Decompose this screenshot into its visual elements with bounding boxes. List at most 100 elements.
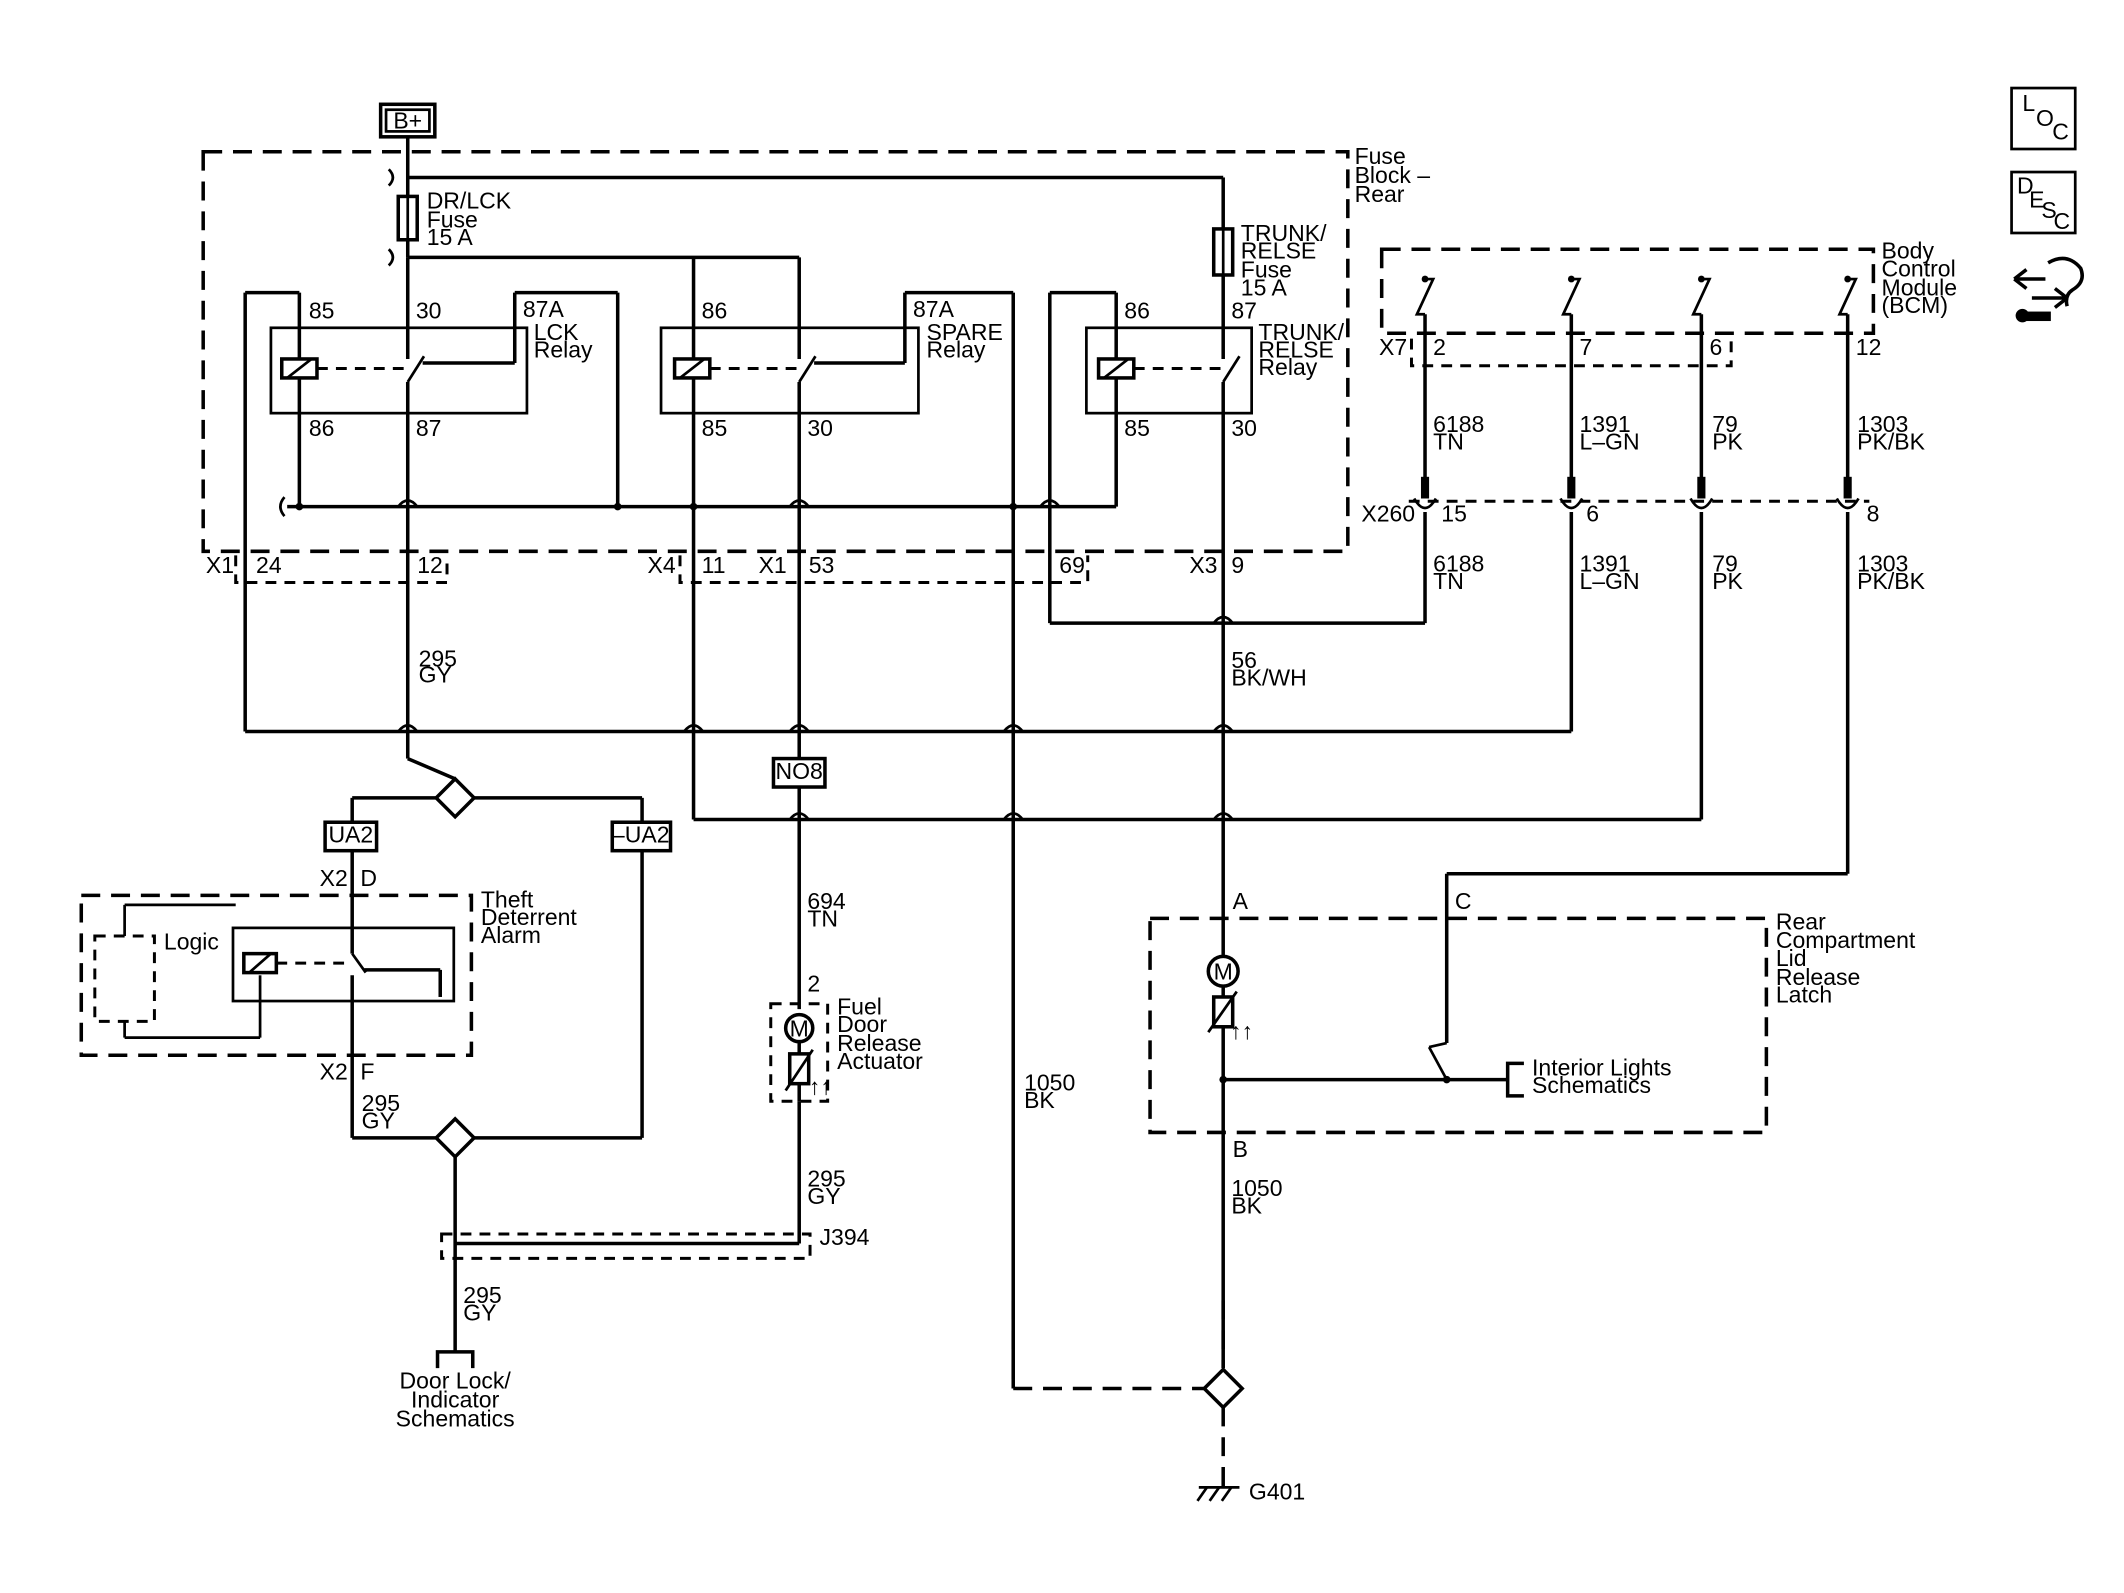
- door-lock-indicator-ref: Door Lock/ Indicator Schematics: [396, 1350, 515, 1431]
- svg-text:Latch: Latch: [1776, 981, 1832, 1007]
- svg-text:Logic: Logic: [164, 929, 219, 955]
- svg-text:BK/WH: BK/WH: [1231, 664, 1306, 690]
- spare-relay: 86 87A SPARE Relay 85 30: [659, 292, 1003, 441]
- svg-text:694: 694: [807, 888, 846, 914]
- svg-text:87: 87: [1231, 297, 1257, 323]
- svg-text:Release: Release: [837, 1030, 921, 1056]
- svg-text:15: 15: [1441, 501, 1467, 527]
- svg-text:56: 56: [1231, 647, 1257, 673]
- wrench-arrows-icon[interactable]: [2013, 256, 2084, 323]
- svg-text:(BCM): (BCM): [1882, 292, 1948, 318]
- bcm-output-wires: 6188 TN 1391 L–GN 79 PK 1303 PK/BK: [1420, 314, 1926, 499]
- svg-text:12: 12: [1856, 334, 1882, 360]
- svg-text:Control: Control: [1882, 255, 1956, 281]
- svg-text:295: 295: [463, 1282, 501, 1308]
- svg-text:30: 30: [416, 297, 442, 323]
- svg-text:12: 12: [417, 552, 443, 578]
- svg-text:TRUNK/: TRUNK/: [1258, 319, 1344, 345]
- svg-text:X2: X2: [320, 865, 348, 891]
- svg-text:295: 295: [362, 1090, 400, 1116]
- trunk-relse-relay: 86 87 TRUNK/ RELSE Relay 85 30: [1085, 292, 1345, 507]
- svg-text:Compartment: Compartment: [1776, 927, 1916, 953]
- lck-relay: 85 30 87A LCK Relay 86 87: [269, 292, 593, 507]
- svg-text:1303: 1303: [1857, 411, 1908, 437]
- svg-text:53: 53: [809, 552, 835, 578]
- svg-text:S: S: [2041, 197, 2056, 223]
- svg-text:7: 7: [1579, 334, 1592, 360]
- svg-text:G401: G401: [1249, 1479, 1305, 1505]
- svg-text:79: 79: [1712, 551, 1738, 577]
- svg-text:X1: X1: [759, 552, 787, 578]
- svg-text:BK: BK: [1231, 1193, 1262, 1219]
- svg-text:85: 85: [702, 415, 728, 441]
- fuse-block-internal-wires: [243, 290, 1225, 1389]
- harness-runs: 295 GY 56 BK/WH: [245, 615, 1848, 1044]
- svg-text:L–GN: L–GN: [1579, 429, 1639, 455]
- svg-text:Alarm: Alarm: [481, 922, 541, 948]
- b-plus-label: B+: [393, 108, 422, 134]
- svg-text:TN: TN: [1433, 568, 1464, 594]
- svg-text:86: 86: [702, 297, 728, 323]
- no8-splice: NO8 694 TN 2: [771, 756, 846, 1010]
- svg-text:RELSE: RELSE: [1241, 238, 1316, 264]
- svg-text:Door: Door: [837, 1011, 887, 1037]
- svg-text:8: 8: [1867, 501, 1880, 527]
- svg-text:–UA2: –UA2: [612, 822, 670, 848]
- bcm-x7-connector: X7 2 7 6 12: [1379, 334, 1882, 368]
- svg-text:87A: 87A: [523, 296, 565, 322]
- x260-connector: X260 15 6 8: [1361, 497, 1880, 527]
- svg-text:Door Lock/: Door Lock/: [399, 1367, 511, 1393]
- svg-text:1391: 1391: [1579, 551, 1630, 577]
- svg-text:Lid: Lid: [1776, 945, 1807, 971]
- svg-text:Fuel: Fuel: [837, 994, 882, 1020]
- svg-text:Release: Release: [1776, 964, 1860, 990]
- svg-text:A: A: [1233, 888, 1249, 914]
- svg-text:X7: X7: [1379, 334, 1407, 360]
- svg-text:Rear: Rear: [1355, 181, 1405, 207]
- svg-text:M: M: [790, 1015, 809, 1041]
- svg-text:L–GN: L–GN: [1579, 568, 1639, 594]
- svg-text:D: D: [360, 865, 377, 891]
- x260-lower-wires: 6188 TN 1391 L–GN 79 PK 1303 PK/BK: [1423, 512, 1926, 874]
- svg-text:D: D: [2017, 173, 2034, 199]
- svg-text:6188: 6188: [1433, 411, 1484, 437]
- svg-text:C: C: [2054, 208, 2071, 234]
- svg-text:Interior Lights: Interior Lights: [1532, 1055, 1671, 1081]
- svg-text:Body: Body: [1882, 238, 1935, 264]
- ground-g401: G401: [1196, 1479, 1305, 1505]
- svg-text:X1: X1: [206, 552, 234, 578]
- fuel-door-release-actuator: M ↑↑ Fuel Door Release Actuator: [769, 994, 923, 1103]
- svg-text:6: 6: [1586, 501, 1599, 527]
- theft-deterrent-alarm: Theft Deterrent Alarm X2 D X2 F Logic: [93, 850, 577, 1138]
- svg-text:295: 295: [807, 1166, 845, 1192]
- trunk-relse-fuse: TRUNK/ RELSE Fuse 15 A: [1211, 220, 1327, 359]
- svg-text:87: 87: [416, 415, 442, 441]
- svg-text:LCK: LCK: [534, 319, 579, 345]
- svg-text:Fuse: Fuse: [1355, 143, 1406, 169]
- bcm-boundary: [1379, 247, 1876, 335]
- svg-text:Schematics: Schematics: [1532, 1072, 1651, 1098]
- svg-text:2: 2: [807, 971, 820, 997]
- svg-text:PK: PK: [1712, 429, 1743, 455]
- svg-text:1050: 1050: [1024, 1069, 1075, 1095]
- svg-text:79: 79: [1712, 411, 1738, 437]
- svg-text:6188: 6188: [1433, 551, 1484, 577]
- svg-text:1050: 1050: [1231, 1175, 1282, 1201]
- svg-text:Relay: Relay: [534, 337, 593, 363]
- rear-latch-boundary: [1148, 916, 1769, 1135]
- svg-text:M: M: [1214, 958, 1233, 984]
- theft-deterrent-boundary: [79, 893, 474, 1057]
- bcm-label: Body Control Module (BCM): [1882, 238, 1958, 318]
- svg-text:85: 85: [309, 297, 335, 323]
- desc-icon[interactable]: D E S C: [2010, 170, 2077, 235]
- b-plus-feed-wires: [387, 136, 1225, 359]
- svg-text:J394: J394: [820, 1224, 870, 1250]
- svg-text:Actuator: Actuator: [837, 1048, 923, 1074]
- svg-text:11: 11: [702, 552, 726, 578]
- svg-text:15 A: 15 A: [427, 224, 474, 250]
- loc-icon[interactable]: L O C: [2010, 86, 2077, 151]
- svg-text:BK: BK: [1024, 1087, 1055, 1113]
- svg-text:87A: 87A: [913, 296, 955, 322]
- svg-text:X260: X260: [1361, 501, 1415, 527]
- j394-splice: J394 295 GY 295 GY: [440, 1101, 870, 1326]
